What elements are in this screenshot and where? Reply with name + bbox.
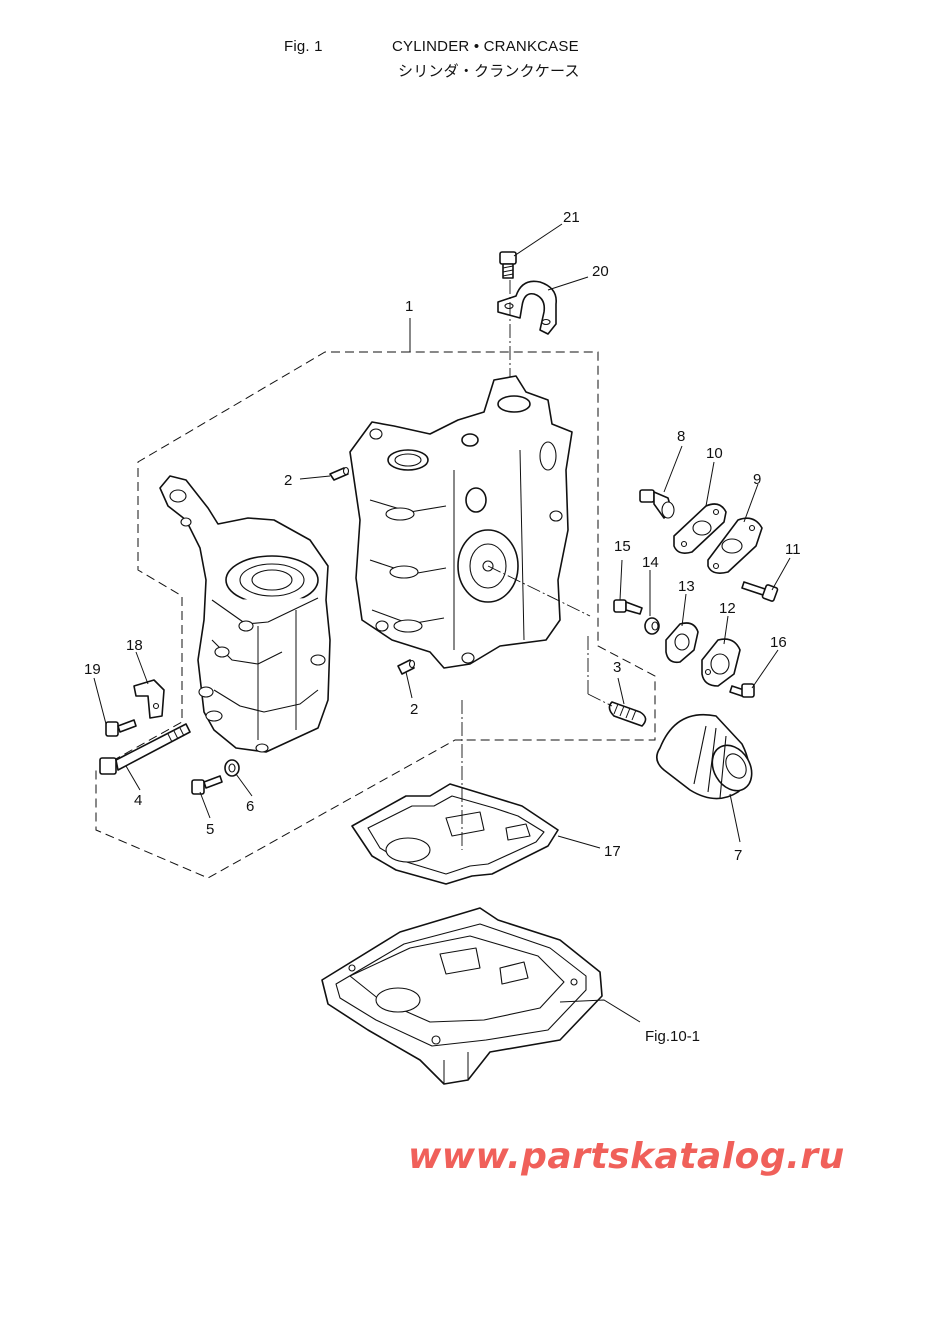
callout-3: 3	[613, 659, 621, 676]
cover-12	[701, 638, 741, 687]
callout-12: 12	[719, 600, 736, 617]
callout-10: 10	[706, 445, 723, 462]
plug-3	[608, 701, 647, 727]
cylinder-block-left	[159, 475, 331, 753]
callout-21: 21	[563, 209, 580, 226]
washer-14	[644, 617, 660, 635]
callout-19: 19	[84, 661, 101, 678]
callout-2-upper: 2	[284, 472, 292, 489]
leader-lines	[93, 223, 791, 1023]
bolt-19	[105, 719, 137, 737]
callout-15: 15	[614, 538, 631, 555]
callout-numbers: 21 20 1 2 8 10 9 15 14 11 13 12 16 3 18 …	[84, 209, 801, 1045]
gasket-17	[351, 783, 559, 885]
bolt-5	[191, 775, 223, 795]
callout-20: 20	[592, 263, 609, 280]
callout-16: 16	[770, 634, 787, 651]
bolt-11	[741, 581, 779, 602]
bolt-16	[729, 683, 755, 698]
callout-8: 8	[677, 428, 685, 445]
callout-17: 17	[604, 843, 621, 860]
callout-7: 7	[734, 847, 742, 864]
gasket-10	[673, 503, 727, 554]
bracket-18	[133, 679, 165, 719]
figure-number: Fig. 1	[284, 38, 323, 55]
crankcase-center	[349, 375, 573, 669]
figure-title-english: CYLINDER • CRANKCASE	[392, 38, 579, 55]
callout-13: 13	[678, 578, 695, 595]
bolt-21	[499, 251, 517, 279]
callout-1: 1	[405, 298, 413, 315]
sender-8	[639, 489, 675, 519]
callout-18: 18	[126, 637, 143, 654]
oil-filter-7	[656, 714, 753, 800]
callout-4: 4	[134, 792, 142, 809]
dowel-pin-2-upper	[329, 466, 350, 481]
callout-11: 11	[785, 541, 801, 558]
clamp-20	[497, 280, 557, 335]
reference-housing-fig10	[321, 907, 603, 1085]
dowel-pin-2-lower	[397, 659, 416, 675]
figure-title-japanese: シリンダ・クランクケース	[398, 62, 580, 80]
callout-14: 14	[642, 554, 659, 571]
watermark: www.partskatalog.ru	[408, 1136, 845, 1177]
assembly-boundary	[95, 351, 656, 879]
gasket-13	[665, 622, 699, 664]
callout-5: 5	[206, 821, 214, 838]
reference-fig10-label: Fig.10-1	[645, 1028, 700, 1045]
bolt-15	[613, 599, 643, 615]
callout-6: 6	[246, 798, 254, 815]
long-bolt-4	[99, 723, 191, 775]
callout-9: 9	[753, 471, 761, 488]
washer-6	[224, 759, 240, 777]
callout-2-lower: 2	[410, 701, 418, 718]
